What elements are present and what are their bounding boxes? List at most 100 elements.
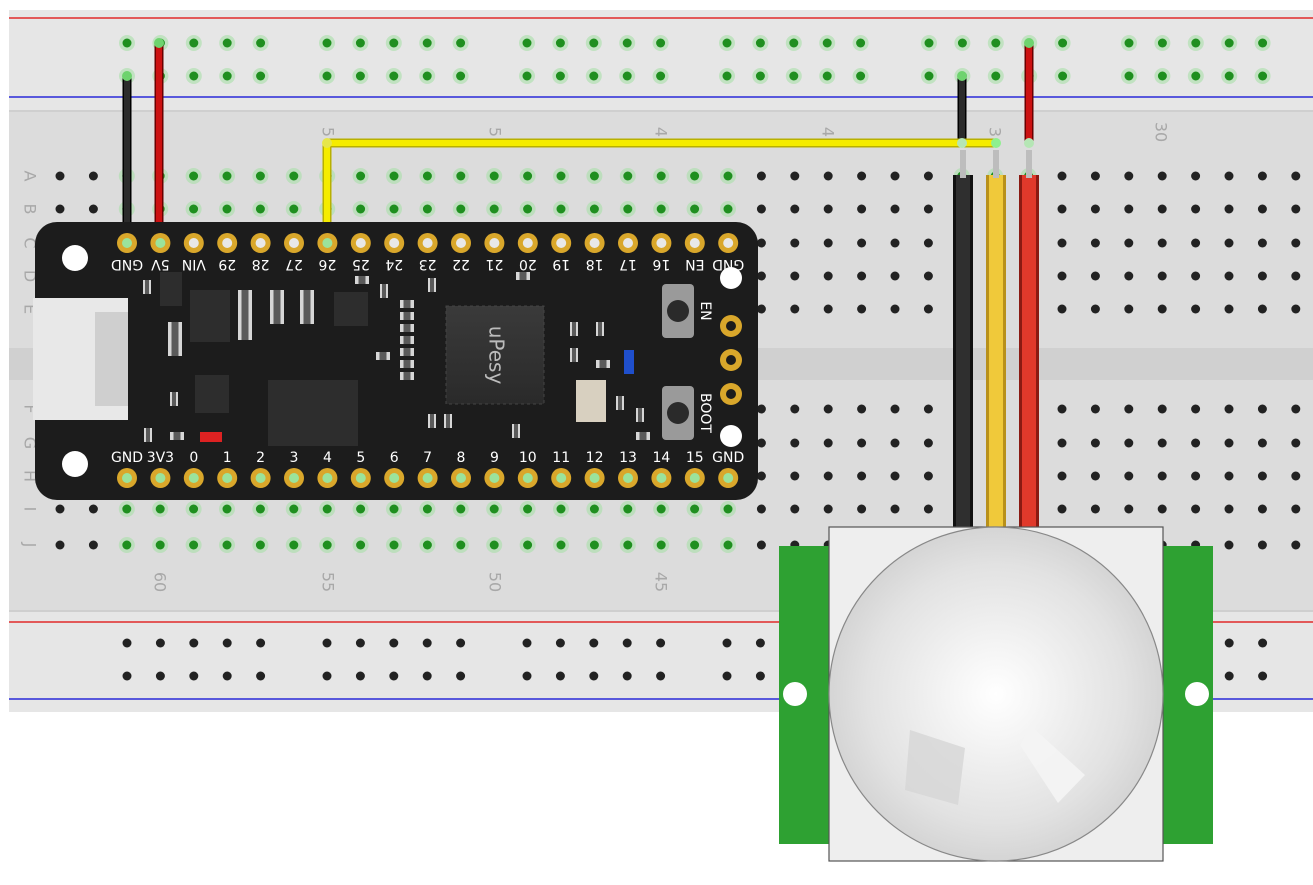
top-pin-label: 16 <box>652 256 670 272</box>
column-number: 55 <box>319 572 338 592</box>
breadboard-hole <box>1258 505 1267 514</box>
bottom-pin-label: 4 <box>323 450 332 466</box>
bottom-pin-label: 14 <box>652 450 670 466</box>
board-pin-hole <box>690 473 700 483</box>
breadboard-hole <box>891 472 900 481</box>
top-pin-label: 29 <box>218 256 236 272</box>
breadboard-hole <box>757 472 766 481</box>
breadboard-hole <box>891 405 900 414</box>
breadboard-hole <box>857 505 866 514</box>
breadboard-hole <box>156 639 165 648</box>
breadboard-hole <box>789 72 798 81</box>
breadboard-hole <box>323 541 332 550</box>
breadboard-hole <box>423 505 432 514</box>
breadboard-hole <box>924 239 933 248</box>
breadboard-hole <box>1191 439 1200 448</box>
breadboard-hole <box>1258 39 1267 48</box>
breadboard-hole <box>1258 672 1267 681</box>
smd-body <box>618 396 622 410</box>
breadboard-hole <box>490 172 499 181</box>
breadboard-hole <box>857 405 866 414</box>
breadboard-hole <box>1291 305 1300 314</box>
smd-body <box>430 414 434 428</box>
fresnel-dome <box>829 527 1163 861</box>
board-pin-hole <box>523 473 533 483</box>
bottom-pin-label: 5 <box>356 450 365 466</box>
breadboard-hole <box>590 541 599 550</box>
led-blue <box>624 350 634 374</box>
breadboard-hole <box>757 205 766 214</box>
breadboard-hole <box>1158 205 1167 214</box>
breadboard-hole <box>523 205 532 214</box>
breadboard-hole <box>824 439 833 448</box>
breadboard-hole <box>1125 72 1134 81</box>
breadboard-hole <box>1091 439 1100 448</box>
smd-body <box>382 284 386 298</box>
smd-body <box>404 300 411 308</box>
breadboard-hole <box>289 205 298 214</box>
breadboard-hole <box>924 405 933 414</box>
breadboard-hole <box>857 172 866 181</box>
breadboard-hole <box>256 205 265 214</box>
breadboard-hole <box>757 439 766 448</box>
board-pin-hole <box>590 238 600 248</box>
board-pin-hole <box>155 238 165 248</box>
breadboard-hole <box>189 72 198 81</box>
board-pin-hole <box>256 238 266 248</box>
breadboard-hole <box>724 172 733 181</box>
breadboard-hole <box>1191 472 1200 481</box>
smd-body <box>304 290 311 324</box>
board-pin-hole <box>322 238 332 248</box>
breadboard-hole <box>1091 472 1100 481</box>
breadboard-hole <box>623 672 632 681</box>
smd-body <box>520 272 527 280</box>
small-ic <box>195 375 229 413</box>
bottom-pin-label: 13 <box>619 450 637 466</box>
board-pin-hole <box>456 238 466 248</box>
breadboard-hole <box>1258 305 1267 314</box>
breadboard-hole <box>1291 439 1300 448</box>
breadboard-hole <box>924 305 933 314</box>
smd-body <box>146 428 150 442</box>
board-pin-hole <box>423 473 433 483</box>
smd-body <box>514 424 518 438</box>
bottom-pin-label: 10 <box>519 450 537 466</box>
breadboard-hole <box>256 172 265 181</box>
breadboard-hole <box>857 305 866 314</box>
breadboard-hole <box>757 272 766 281</box>
breadboard-hole <box>857 272 866 281</box>
breadboard-hole <box>623 505 632 514</box>
breadboard-hole <box>590 172 599 181</box>
breadboard-hole <box>724 205 733 214</box>
breadboard-hole <box>1225 172 1234 181</box>
breadboard-hole <box>1058 272 1067 281</box>
breadboard-hole <box>856 39 865 48</box>
breadboard-hole <box>556 639 565 648</box>
breadboard-hole <box>423 72 432 81</box>
breadboard-hole <box>557 505 566 514</box>
top-pin-label: 28 <box>252 256 270 272</box>
breadboard-hole <box>1191 239 1200 248</box>
side-pad <box>720 425 742 447</box>
breadboard-hole <box>589 72 598 81</box>
breadboard-hole <box>1225 272 1234 281</box>
breadboard-hole <box>1225 405 1234 414</box>
breadboard-hole <box>122 541 131 550</box>
breadboard-hole <box>1291 205 1300 214</box>
breadboard-hole <box>857 205 866 214</box>
breadboard-hole <box>56 172 65 181</box>
top-pin-label: 24 <box>385 256 403 272</box>
breadboard-hole <box>657 541 666 550</box>
smd-body <box>600 360 607 368</box>
breadboard-hole <box>589 672 598 681</box>
smd-body <box>446 414 450 428</box>
breadboard-hole <box>1258 472 1267 481</box>
bottom-pin-label: 12 <box>586 450 604 466</box>
board-logo: uPesy <box>485 326 509 385</box>
breadboard-hole <box>1258 405 1267 414</box>
breadboard-hole <box>1091 305 1100 314</box>
breadboard-hole <box>1158 505 1167 514</box>
breadboard-hole <box>557 541 566 550</box>
